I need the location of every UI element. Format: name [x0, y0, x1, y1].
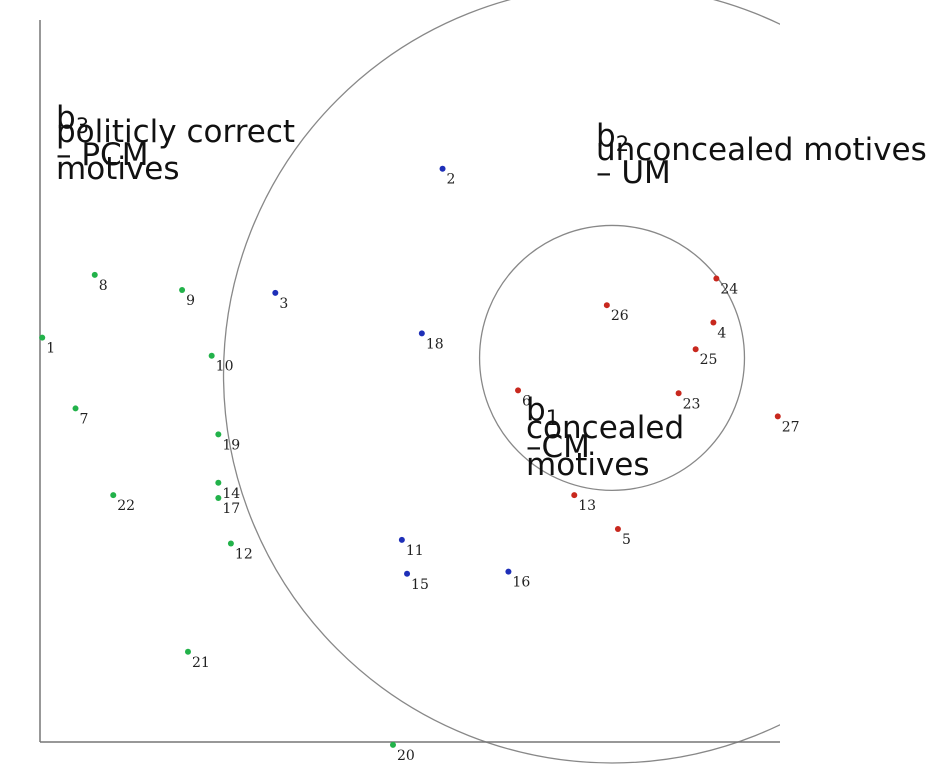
point-11	[398, 536, 405, 543]
point-1	[39, 334, 46, 341]
point-label-24: 24	[720, 281, 738, 297]
axes-layer	[39, 20, 780, 743]
point-14	[215, 479, 222, 486]
point-label-10: 10	[216, 359, 234, 375]
region-b2-description: unconcealed motives	[596, 132, 927, 168]
point-label-4: 4	[717, 326, 726, 342]
point-26	[603, 302, 610, 309]
point-label-9: 9	[186, 293, 195, 309]
point-22	[110, 492, 117, 499]
region-b3-description: politicly correct motives	[56, 114, 296, 187]
point-23	[675, 390, 682, 397]
region-title-b3: b3 – PCM	[56, 63, 148, 174]
point-label-16: 16	[512, 575, 530, 591]
point-label-2: 2	[447, 172, 456, 188]
point-12	[227, 540, 234, 547]
point-15	[404, 570, 411, 577]
region-b3-base: b	[56, 100, 76, 136]
point-20	[389, 741, 396, 748]
point-27	[774, 413, 781, 420]
region-title-b2: b2 – UM	[596, 81, 671, 192]
point-label-1: 1	[46, 341, 55, 357]
point-18	[418, 330, 425, 337]
point-label-17: 17	[222, 501, 240, 517]
point-3	[272, 289, 279, 296]
point-label-27: 27	[782, 419, 800, 435]
point-10	[208, 352, 215, 359]
point-label-20: 20	[397, 748, 415, 764]
point-25	[692, 346, 699, 353]
point-label-3: 3	[279, 296, 288, 312]
region-b1-subscript: 1	[545, 406, 560, 430]
point-5	[614, 526, 621, 533]
point-label-19: 19	[222, 437, 240, 453]
point-16	[505, 568, 512, 575]
point-label-11: 11	[406, 543, 424, 559]
region-b3-subscript: 3	[75, 114, 90, 138]
point-9	[179, 287, 186, 294]
region-b2-subscript: 2	[615, 132, 630, 156]
region-boundary-circle-2	[222, 0, 780, 764]
point-13	[571, 492, 578, 499]
point-label-26: 26	[611, 308, 629, 324]
point-label-14: 14	[222, 486, 240, 502]
point-4	[710, 319, 717, 326]
region-title-b1: b1 –CM	[526, 355, 590, 466]
point-7	[72, 405, 79, 412]
point-label-13: 13	[578, 498, 596, 514]
point-19	[215, 431, 222, 438]
point-label-15: 15	[411, 577, 429, 593]
point-label-7: 7	[80, 411, 89, 427]
point-21	[185, 648, 191, 655]
point-6	[515, 387, 522, 394]
point-label-6: 6	[522, 393, 531, 409]
region-b1-description: concealed motives	[526, 410, 685, 483]
point-label-22: 22	[117, 498, 135, 514]
point-2	[439, 165, 446, 172]
point-label-5: 5	[622, 532, 631, 548]
region-b2-abbr: – UM	[596, 155, 671, 191]
point-24	[713, 275, 720, 282]
region-b1-base: b	[526, 392, 546, 428]
region-b1-abbr: –CM	[526, 429, 590, 465]
region-boundary-circle-1	[478, 224, 746, 492]
point-label-12: 12	[235, 546, 253, 562]
point-label-21: 21	[192, 655, 210, 671]
point-8	[91, 271, 98, 278]
point-label-18: 18	[426, 336, 444, 352]
point-label-8: 8	[99, 278, 108, 294]
point-label-25: 25	[700, 352, 718, 368]
boundary-layer	[222, 0, 780, 764]
region-b3-abbr: – PCM	[56, 137, 149, 173]
region-b2-base: b	[596, 118, 616, 154]
point-label-23: 23	[683, 396, 701, 412]
point-17	[215, 494, 222, 501]
